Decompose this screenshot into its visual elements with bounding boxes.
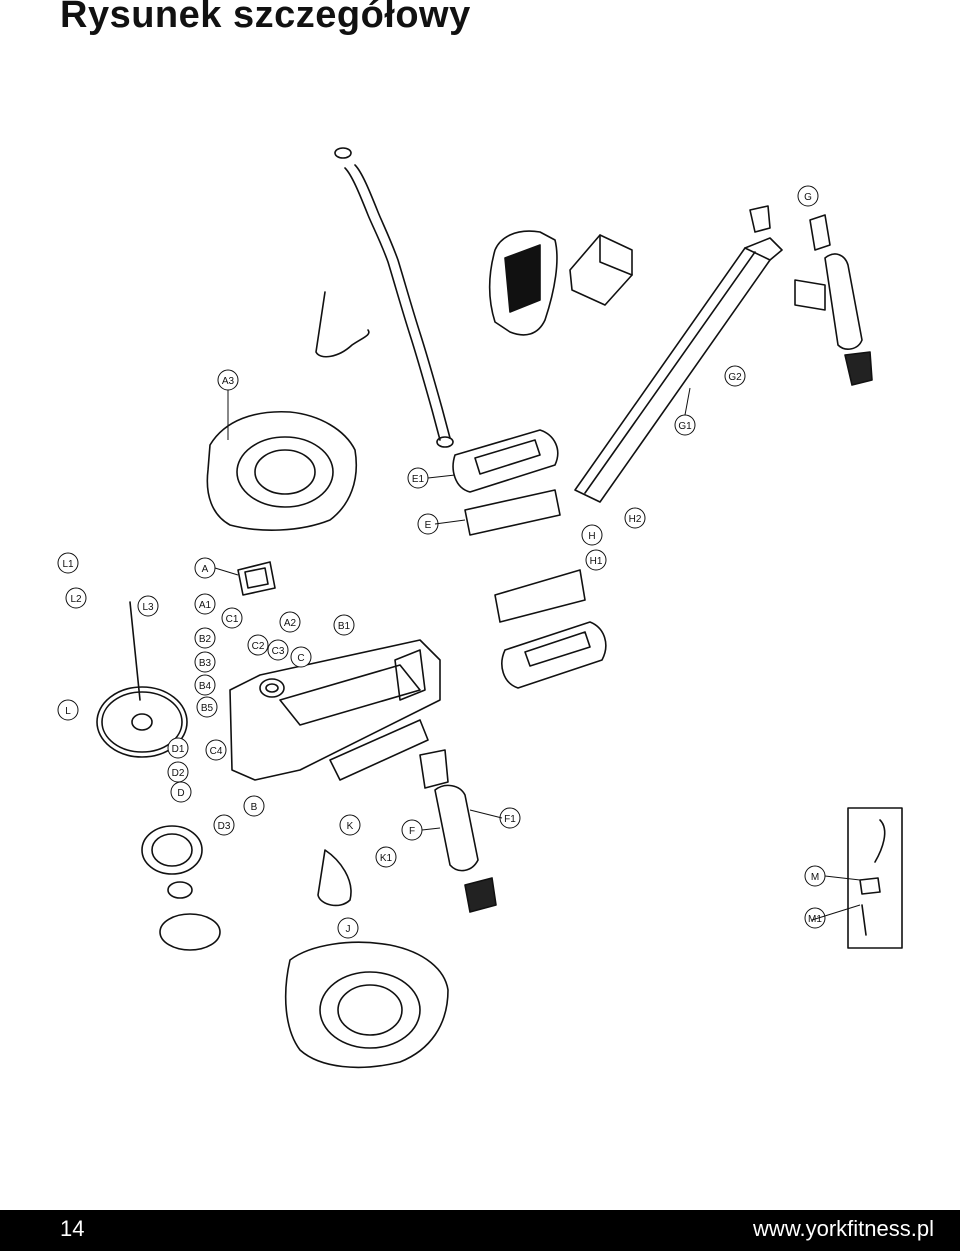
svg-text:A1: A1: [199, 600, 212, 611]
svg-text:K1: K1: [380, 853, 393, 864]
seat-bracket: [317, 849, 352, 907]
callout-l2: L2: [65, 587, 87, 609]
svg-text:B2: B2: [199, 634, 212, 645]
front-stabilizer: [419, 749, 497, 913]
callout-a1: A1: [194, 593, 216, 615]
svg-text:C2: C2: [252, 641, 265, 652]
callout-e: E: [417, 513, 439, 535]
main-frame: [229, 639, 441, 781]
callout-b3: B3: [194, 651, 216, 673]
svg-text:D2: D2: [172, 768, 185, 779]
rear-stabilizer: [749, 205, 873, 386]
svg-text:F1: F1: [504, 814, 516, 825]
svg-text:C3: C3: [272, 646, 285, 657]
upper-handlebar: [334, 147, 454, 448]
svg-text:G2: G2: [728, 372, 742, 383]
wire-spring: [315, 291, 370, 358]
callout-l3: L3: [137, 595, 159, 617]
main-rail: [574, 237, 783, 503]
flywheel: [96, 601, 188, 758]
svg-text:H2: H2: [629, 514, 642, 525]
callout-c3: C3: [267, 639, 289, 661]
flywheel-cover-small: [141, 825, 221, 951]
svg-text:J: J: [346, 924, 351, 935]
callout-c1: C1: [221, 607, 243, 629]
svg-text:B4: B4: [199, 681, 212, 692]
exploded-parts-diagram: A A1 A2 A3 B B1 B2 B3: [57, 147, 903, 1069]
callout-e1: E1: [407, 467, 429, 489]
power-adapter: [847, 807, 903, 949]
page-footer: 14 www.yorkfitness.pl: [0, 1210, 960, 1251]
callout-b5: B5: [196, 696, 218, 718]
console-housing: [489, 230, 558, 336]
callout-b1: B1: [333, 614, 355, 636]
callout-h: H: [581, 524, 603, 546]
svg-text:L1: L1: [62, 559, 74, 570]
callout-a3: A3: [217, 369, 239, 391]
svg-text:C1: C1: [226, 614, 239, 625]
svg-text:B5: B5: [201, 703, 214, 714]
callout-m: M: [804, 865, 826, 887]
svg-text:G: G: [804, 192, 812, 203]
svg-text:A2: A2: [284, 618, 297, 629]
page-number: 14: [60, 1216, 85, 1241]
callout-b: B: [243, 795, 265, 817]
page-title: Rysunek szczegółowy: [60, 0, 471, 36]
callout-d: D: [170, 781, 192, 803]
upper-fan-cover: [206, 410, 358, 531]
svg-text:A3: A3: [222, 376, 235, 387]
svg-text:A: A: [202, 564, 209, 575]
svg-text:E1: E1: [412, 474, 425, 485]
website-url: www.yorkfitness.pl: [753, 1216, 934, 1241]
pulley: [259, 678, 285, 698]
callout-j: J: [337, 917, 359, 939]
callout-a2: A2: [279, 611, 301, 633]
callout-h1: H1: [585, 549, 607, 571]
callout-b4: B4: [194, 674, 216, 696]
callout-c2: C2: [247, 634, 269, 656]
svg-text:K: K: [347, 821, 354, 832]
svg-text:H: H: [588, 531, 595, 542]
svg-text:L: L: [65, 706, 71, 717]
left-pedal: [501, 621, 607, 689]
callout-f: F: [401, 819, 423, 841]
callout-m1: M1: [804, 907, 826, 929]
svg-text:C4: C4: [210, 746, 223, 757]
pedal-plates: [464, 489, 586, 623]
callout-g1: G1: [674, 414, 696, 436]
svg-text:E: E: [425, 520, 432, 531]
callout-g2: G2: [724, 365, 746, 387]
callout-c4: C4: [205, 739, 227, 761]
svg-text:L2: L2: [70, 594, 82, 605]
callout-k1: K1: [375, 846, 397, 868]
right-pedal: [452, 429, 559, 493]
svg-text:M: M: [811, 872, 819, 883]
upper-bracket: [569, 234, 633, 306]
callout-l: L: [57, 699, 79, 721]
svg-text:D1: D1: [172, 744, 185, 755]
svg-text:F: F: [409, 826, 415, 837]
callout-h2: H2: [624, 507, 646, 529]
callout-d2: D2: [167, 761, 189, 783]
callout-b2: B2: [194, 627, 216, 649]
svg-text:B: B: [251, 802, 258, 813]
callout-k: K: [339, 814, 361, 836]
svg-text:B3: B3: [199, 658, 212, 669]
svg-text:H1: H1: [590, 556, 603, 567]
callout-l1: L1: [57, 552, 79, 574]
svg-text:G1: G1: [678, 421, 692, 432]
svg-text:B1: B1: [338, 621, 351, 632]
lower-fan-cover: [284, 941, 449, 1069]
callout-d1: D1: [167, 737, 189, 759]
callout-a: A: [194, 557, 216, 579]
callout-d3: D3: [213, 814, 235, 836]
svg-text:D: D: [177, 788, 184, 799]
svg-text:L3: L3: [142, 602, 154, 613]
callout-c: C: [290, 646, 312, 668]
callout-f1: F1: [499, 807, 521, 829]
svg-text:C: C: [297, 653, 304, 664]
callout-g: G: [797, 185, 819, 207]
console-display: [237, 561, 276, 596]
svg-text:D3: D3: [218, 821, 231, 832]
